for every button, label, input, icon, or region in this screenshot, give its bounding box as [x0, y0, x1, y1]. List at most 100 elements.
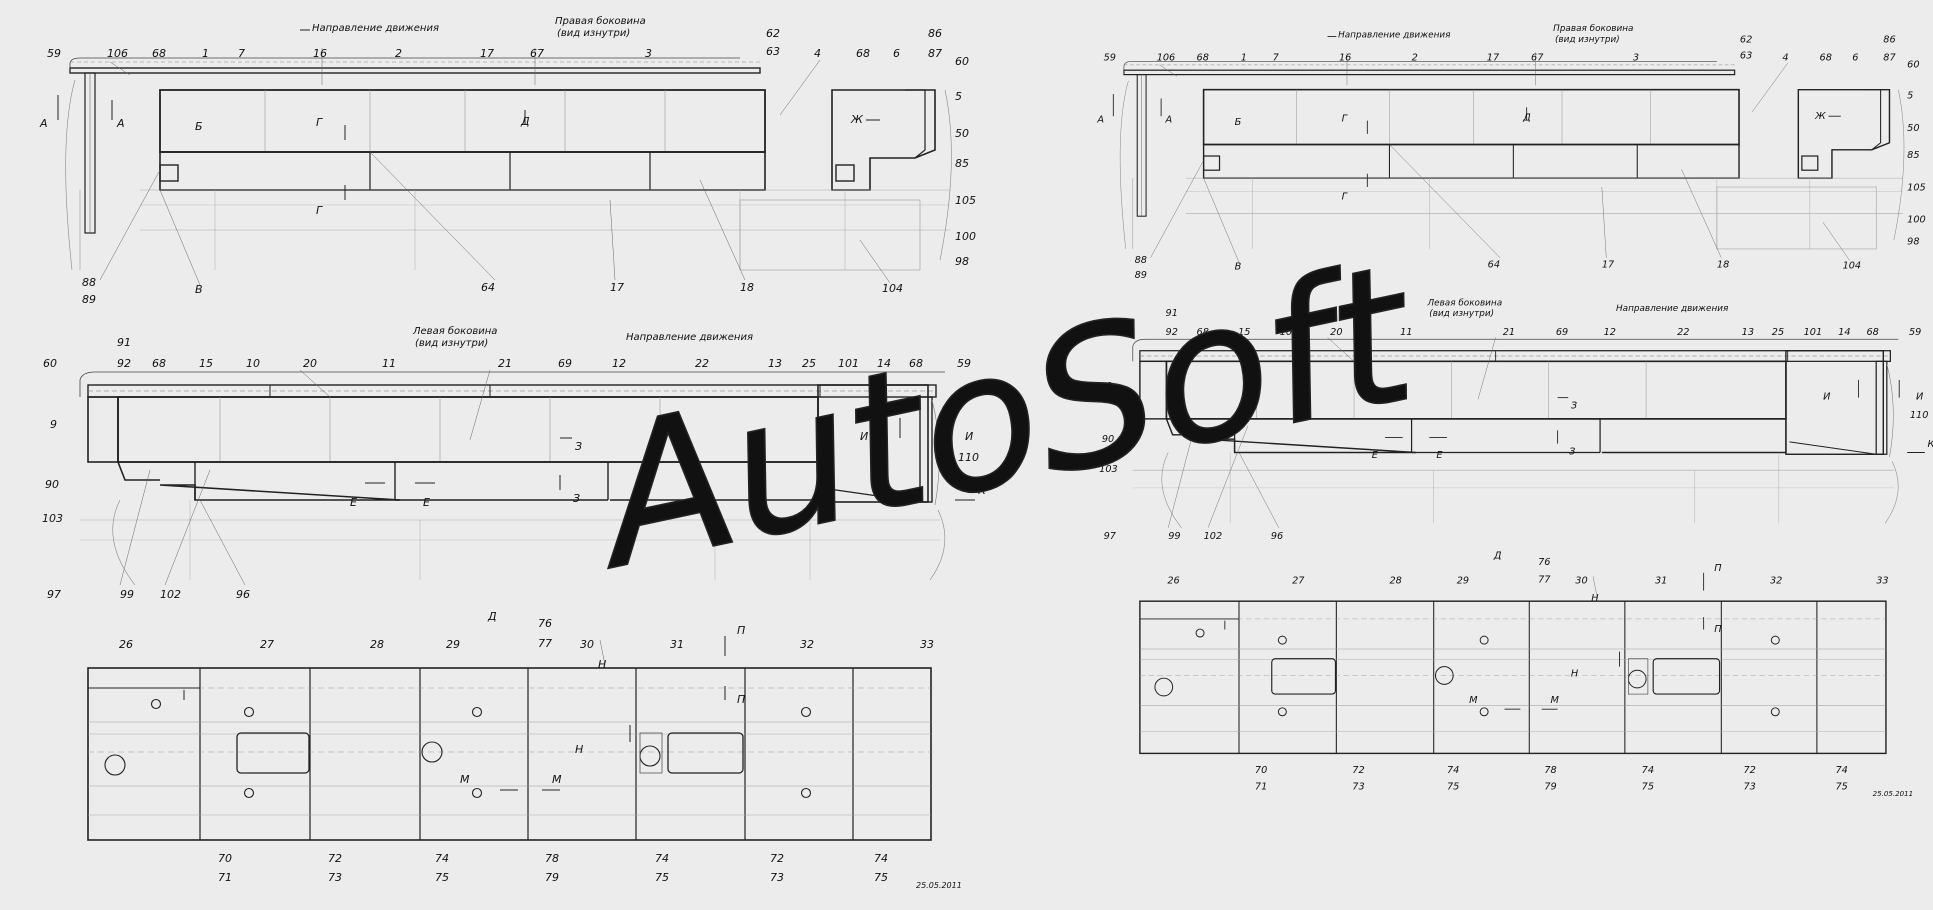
svg-text:Г: Г [1342, 114, 1349, 125]
svg-text:75: 75 [1447, 782, 1459, 793]
svg-text:29: 29 [446, 638, 460, 651]
svg-text:106: 106 [1157, 52, 1176, 63]
svg-text:62: 62 [766, 27, 780, 40]
svg-text:Е: Е [1372, 450, 1379, 461]
panel-caption-line2: (вид изнутри) [557, 28, 630, 39]
svg-text:22: 22 [695, 357, 709, 370]
drawing-copy-right: Направление движения Правая боковина (ви… [1096, 24, 1933, 798]
svg-text:70: 70 [218, 852, 232, 865]
svg-text:20: 20 [303, 357, 317, 370]
svg-text:63: 63 [1740, 51, 1752, 62]
svg-text:7: 7 [238, 47, 245, 60]
svg-text:63: 63 [766, 45, 780, 58]
svg-text:64: 64 [1488, 260, 1500, 271]
svg-text:88: 88 [1135, 255, 1147, 266]
svg-text:85: 85 [1907, 150, 1919, 161]
svg-text:110: 110 [958, 451, 979, 464]
svg-text:103: 103 [42, 512, 63, 525]
svg-text:92: 92 [1166, 327, 1178, 338]
panel-caption-line1: Правая боковина [1553, 24, 1633, 34]
svg-text:В: В [1235, 261, 1242, 272]
svg-text:Д: Д [520, 115, 530, 128]
svg-text:1: 1 [1241, 52, 1247, 63]
svg-text:М: М [552, 773, 562, 786]
svg-text:101: 101 [838, 357, 859, 370]
svg-text:78: 78 [1544, 765, 1556, 776]
svg-text:17: 17 [1487, 52, 1500, 63]
callout-labels-roof: 26 27 28 29 76 77 30 31 32 33 П П Н Н М … [119, 617, 934, 884]
svg-text:105: 105 [1907, 183, 1926, 194]
svg-text:Е: Е [1436, 450, 1443, 461]
svg-text:68: 68 [152, 357, 166, 370]
svg-text:2: 2 [395, 47, 402, 60]
svg-text:87: 87 [1883, 52, 1896, 63]
svg-text:Е: Е [423, 496, 430, 509]
svg-text:К: К [978, 484, 987, 497]
svg-text:100: 100 [955, 230, 976, 243]
panel-caption-line2: (вид изнутри) [1555, 35, 1620, 45]
svg-text:3: 3 [1633, 52, 1639, 63]
svg-text:67: 67 [1531, 52, 1544, 63]
svg-text:6: 6 [893, 47, 900, 60]
svg-text:18: 18 [1717, 260, 1729, 271]
svg-text:68: 68 [909, 357, 923, 370]
svg-text:9: 9 [50, 418, 57, 431]
svg-text:70: 70 [1255, 765, 1267, 776]
svg-text:69: 69 [558, 357, 572, 370]
svg-text:П: П [737, 624, 745, 637]
svg-text:М: М [460, 773, 470, 786]
svg-text:Ж: Ж [850, 113, 864, 126]
svg-text:68: 68 [1197, 327, 1209, 338]
svg-text:М: М [1469, 695, 1478, 706]
svg-text:25: 25 [802, 357, 816, 370]
svg-text:И: И [1916, 391, 1923, 402]
right-side-drawing [57, 29, 953, 286]
view-label: Д [487, 610, 497, 623]
svg-text:Н: Н [1591, 593, 1599, 604]
svg-text:59: 59 [1104, 52, 1116, 63]
svg-text:5: 5 [955, 90, 962, 103]
svg-text:74: 74 [435, 852, 449, 865]
svg-text:74: 74 [1447, 765, 1459, 776]
svg-text:71: 71 [218, 871, 232, 884]
svg-text:А: А [1096, 114, 1104, 125]
svg-text:15: 15 [1238, 327, 1250, 338]
direction-label: Направление движения [1616, 304, 1729, 314]
svg-text:72: 72 [1743, 765, 1755, 776]
svg-text:26: 26 [1167, 575, 1179, 586]
svg-text:Н: Н [575, 743, 583, 756]
svg-text:9: 9 [1106, 381, 1112, 392]
svg-text:75: 75 [874, 871, 888, 884]
svg-text:97: 97 [47, 588, 61, 601]
svg-text:96: 96 [1271, 531, 1283, 542]
watermark-logo: AutoSoft [571, 222, 1436, 612]
svg-text:П: П [1714, 563, 1722, 574]
svg-text:75: 75 [435, 871, 449, 884]
svg-text:27: 27 [1292, 575, 1305, 586]
svg-text:89: 89 [1135, 270, 1147, 281]
svg-text:12: 12 [1604, 327, 1616, 338]
callout-labels-left-side: 91 60 92 68 15 10 20 11 21 69 12 22 13 2… [1099, 308, 1933, 542]
svg-text:104: 104 [882, 282, 903, 295]
svg-text:98: 98 [955, 255, 969, 268]
svg-text:30: 30 [1575, 575, 1587, 586]
direction-label: Направление движения [1338, 30, 1451, 40]
svg-text:16: 16 [313, 47, 327, 60]
view-label: Д [1493, 551, 1502, 562]
svg-text:76: 76 [538, 617, 552, 630]
svg-text:72: 72 [328, 852, 342, 865]
svg-text:72: 72 [1352, 765, 1364, 776]
svg-text:28: 28 [370, 638, 384, 651]
panel-caption-line2: (вид изнутри) [415, 338, 488, 349]
svg-text:33: 33 [920, 638, 934, 651]
svg-text:74: 74 [655, 852, 669, 865]
svg-text:В: В [195, 283, 203, 296]
svg-text:З: З [1571, 400, 1577, 411]
svg-text:103: 103 [1099, 464, 1118, 475]
svg-text:17: 17 [480, 47, 494, 60]
svg-text:3: 3 [645, 47, 652, 60]
svg-text:И: И [965, 430, 973, 443]
svg-text:А: А [116, 117, 125, 130]
svg-text:33: 33 [1876, 575, 1888, 586]
